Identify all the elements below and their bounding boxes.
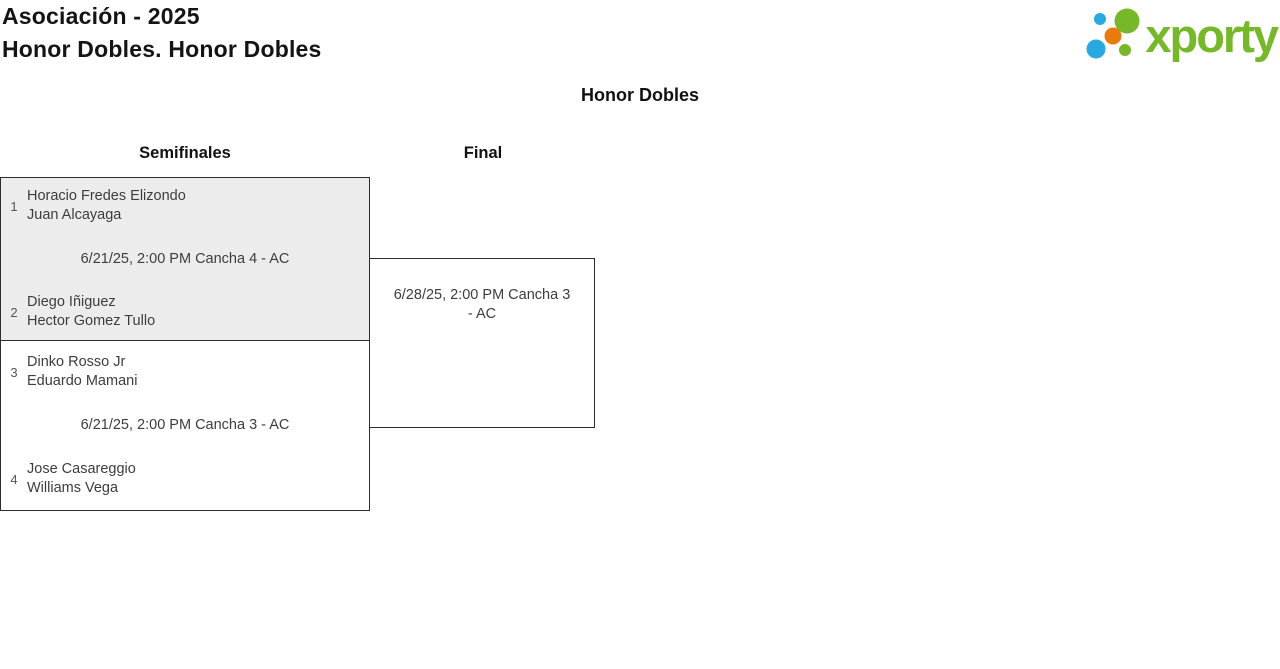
seed-number: 3 — [10, 364, 18, 380]
page-title: Asociación - 2025 Honor Dobles. Honor Do… — [2, 0, 322, 66]
player-name: Hector Gomez Tullo — [27, 313, 156, 329]
tournament-title: Asociación - 2025 — [2, 3, 200, 29]
match-card-semifinal-2[interactable]: 3 Dinko Rosso Jr Eduardo Mamani 6/21/25,… — [0, 340, 370, 511]
player-name: Eduardo Mamani — [27, 373, 138, 389]
player-name: Jose Casareggio — [27, 461, 136, 477]
seed-number: 2 — [10, 304, 18, 320]
team-row[interactable]: 4 Jose Casareggio Williams Vega — [1, 460, 369, 498]
bracket-title: Honor Dobles — [580, 85, 699, 105]
match-schedule: 6/28/25, 2:00 PM Cancha 3 - AC — [393, 287, 571, 322]
round-header-final: Final — [463, 144, 503, 162]
match-schedule: 6/21/25, 2:00 PM Cancha 3 - AC — [80, 417, 290, 433]
player-name: Dinko Rosso Jr — [27, 354, 126, 370]
team-row[interactable]: 1 Horacio Fredes Elizondo Juan Alcayaga — [1, 187, 369, 225]
team-row[interactable]: 3 Dinko Rosso Jr Eduardo Mamani — [1, 353, 369, 391]
round-header-semifinales: Semifinales — [139, 144, 231, 162]
player-name: Williams Vega — [27, 480, 119, 496]
match-card-final[interactable]: 6/28/25, 2:00 PM Cancha 3 - AC — [369, 258, 595, 428]
xporty-logo-text: xporty — [1145, 9, 1279, 62]
player-name: Diego Iñiguez — [27, 294, 116, 310]
xporty-logo-dots-icon — [1084, 0, 1144, 75]
seed-number: 4 — [10, 471, 18, 487]
match-card-semifinal-1[interactable]: 1 Horacio Fredes Elizondo Juan Alcayaga … — [0, 177, 370, 341]
seed-number: 1 — [10, 198, 18, 214]
match-schedule: 6/21/25, 2:00 PM Cancha 4 - AC — [80, 250, 290, 267]
category-title: Honor Dobles. Honor Dobles — [2, 36, 322, 62]
xporty-logo[interactable]: xporty — [1084, 0, 1279, 75]
player-name: Juan Alcayaga — [27, 207, 122, 223]
team-row[interactable]: 2 Diego Iñiguez Hector Gomez Tullo — [1, 293, 369, 331]
player-name: Horacio Fredes Elizondo — [27, 188, 186, 204]
